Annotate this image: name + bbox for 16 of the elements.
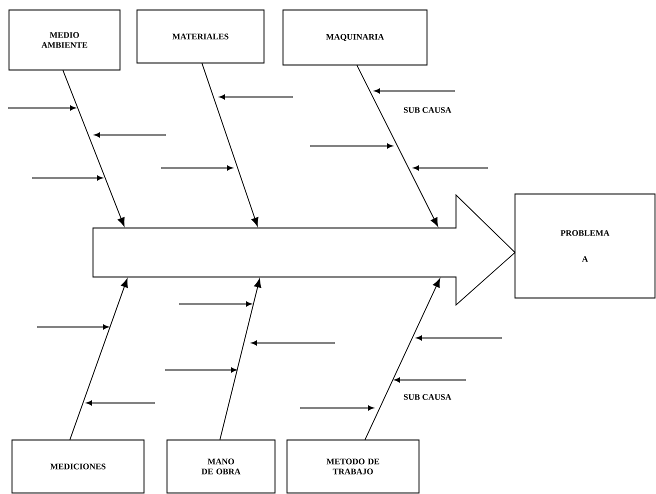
bone-arrow (220, 278, 262, 440)
cause-box: MEDICIONES (12, 440, 144, 494)
sub-cause-label: SUB CAUSA (404, 107, 452, 113)
sub-cause-label: SUB CAUSA (404, 394, 452, 400)
bone-arrow (70, 278, 128, 440)
cause-box: MEDIO AMBIENTE (8, 10, 120, 70)
cause-box: MAQUINARIA (282, 10, 428, 66)
bone-arrow (202, 63, 258, 226)
bone-arrow (356, 65, 438, 226)
bone-arrow (364, 278, 440, 440)
cause-box: MANO DE OBRA (166, 440, 276, 494)
cause-box: PROBLEMA A (514, 194, 656, 298)
cause-box: METODO DE TRABAJO (286, 440, 420, 494)
spine-arrow (92, 194, 516, 306)
bone-arrow (62, 70, 125, 226)
cause-box: MATERIALES (136, 10, 264, 64)
